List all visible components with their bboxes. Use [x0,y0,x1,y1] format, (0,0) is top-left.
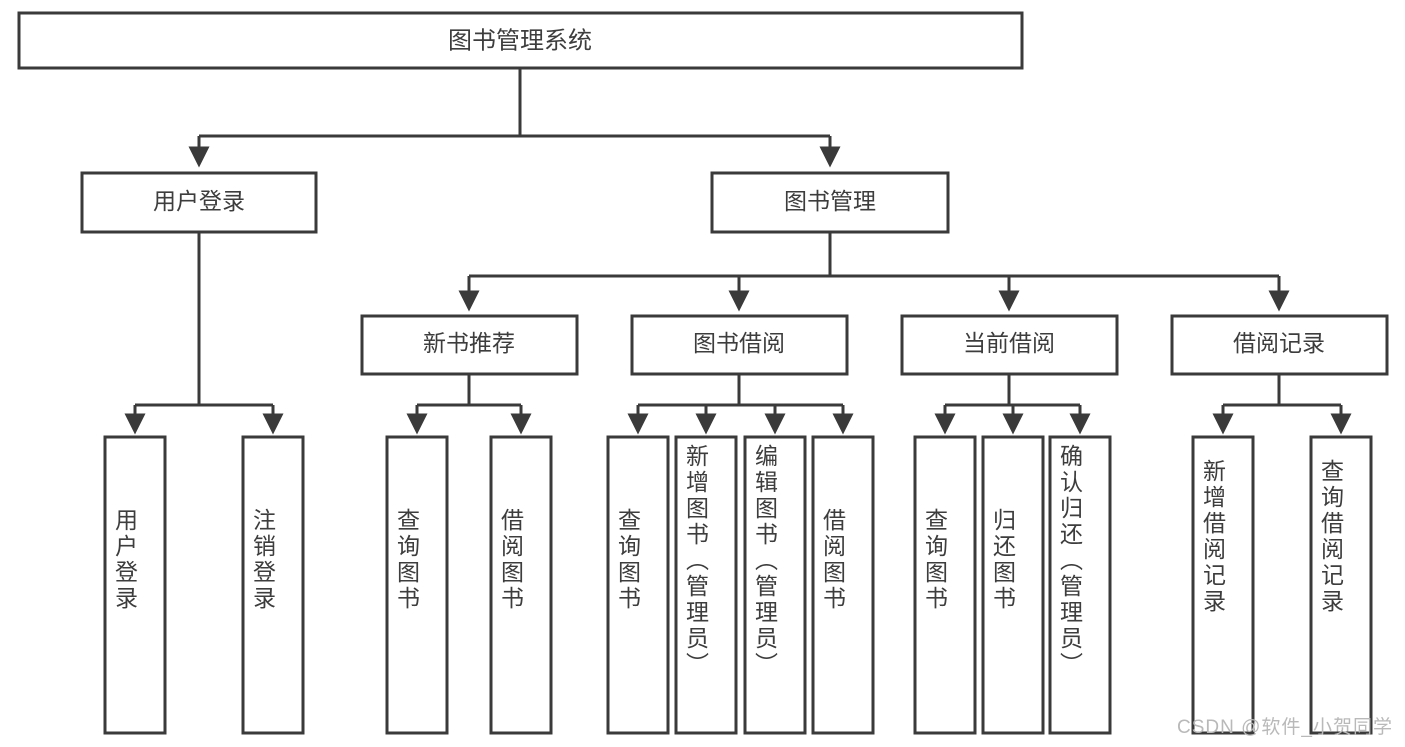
node-borrow-record[interactable]: 借阅记录 [1170,314,1389,376]
leaf-node-confirm-return-admin[interactable] [1048,435,1112,735]
node-user-login-label: 用户登录 [153,188,245,214]
node-current-borrow-label: 当前借阅 [963,330,1055,356]
node-book-manage[interactable]: 图书管理 [710,171,950,234]
connector-new-book-to-leaves [406,375,532,435]
leaf-node-borrow-book-recommend[interactable] [489,435,553,735]
node-book-manage-label: 图书管理 [784,188,876,214]
leaf-node-borrow-book[interactable] [811,435,875,735]
node-user-login[interactable]: 用户登录 [80,171,318,234]
node-book-borrow-label: 图书借阅 [693,330,785,356]
connector-user-login-to-leaves [124,233,284,435]
leaf-node-query-borrow-record[interactable] [1309,435,1373,735]
node-root-system[interactable]: 图书管理系统 [17,11,1024,70]
leaf-node-user-login[interactable] [103,435,167,735]
leaf-node-add-borrow-record[interactable] [1191,435,1255,735]
connector-book-manage-to-level3 [458,233,1290,312]
node-current-borrow[interactable]: 当前借阅 [900,314,1119,376]
node-root-system-label: 图书管理系统 [448,27,592,54]
node-new-book-recommend[interactable]: 新书推荐 [360,314,579,376]
leaf-node-query-book-borrow[interactable] [606,435,670,735]
leaf-node-query-book-current[interactable] [913,435,977,735]
watermark-text: CSDN @软件_小贺同学 [1177,717,1393,738]
leaf-node-query-book-recommend[interactable] [385,435,449,735]
connector-book-borrow-to-leaves [627,375,854,435]
leaf-node-add-book-admin[interactable] [674,435,738,735]
node-borrow-record-label: 借阅记录 [1233,330,1325,356]
node-new-book-recommend-label: 新书推荐 [423,330,515,356]
connector-current-borrow-to-leaves [934,375,1091,435]
node-book-borrow[interactable]: 图书借阅 [630,314,849,376]
connector-root-to-level2 [188,68,841,168]
leaf-node-edit-book-admin[interactable] [743,435,807,735]
leaf-node-logout[interactable] [241,435,305,735]
leaf-node-return-book[interactable] [981,435,1045,735]
connector-borrow-record-to-leaves [1212,375,1352,435]
